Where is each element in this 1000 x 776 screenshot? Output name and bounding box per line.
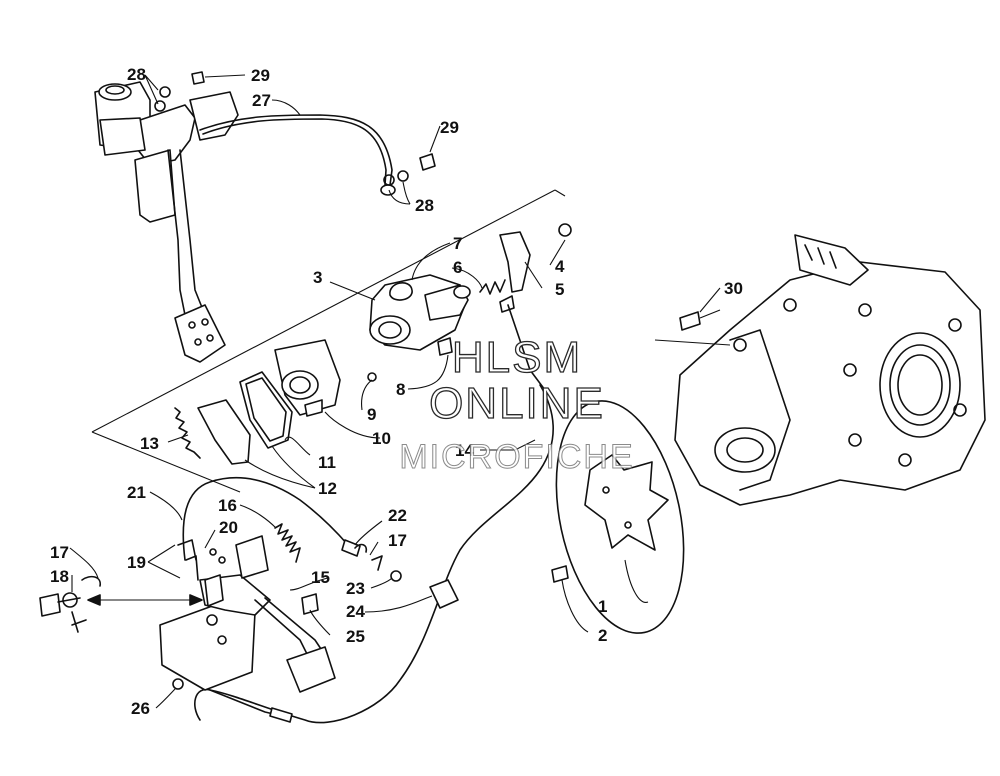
- callout-7: 7: [453, 234, 462, 253]
- o-ring: [367, 372, 377, 382]
- callout-11: 11: [318, 453, 336, 472]
- master-cylinder-pedal-assembly: [94, 81, 239, 363]
- nut: [558, 223, 572, 237]
- callout-9: 9: [367, 405, 376, 424]
- watermark-line-3: MICROFICHE: [399, 438, 634, 476]
- brake-disc: [555, 400, 685, 634]
- callout-27: 27: [252, 91, 271, 110]
- callout-1: 1: [598, 597, 607, 616]
- callout-8: 8: [396, 380, 405, 399]
- disc-bolt: [551, 565, 569, 583]
- callout-21: 21: [127, 483, 146, 502]
- callout-5: 5: [555, 280, 564, 299]
- callout-30: 30: [724, 279, 743, 298]
- callout-26: 26: [131, 699, 150, 718]
- brake-pad-outer: [197, 399, 251, 465]
- callout-28-top: 28: [127, 65, 146, 84]
- bolt: [191, 71, 205, 85]
- callout-6: 6: [453, 258, 462, 277]
- callout-19: 19: [127, 553, 146, 572]
- watermark: HLSM ONLINE MICROFICHE: [399, 332, 634, 476]
- gear-case: [674, 234, 986, 506]
- brake-caliper: [369, 274, 471, 351]
- callout-14: 14: [455, 441, 474, 460]
- pin: [499, 295, 515, 313]
- callout-29-right: 29: [440, 118, 459, 137]
- lever-arm: [499, 231, 531, 293]
- leader-lines: [69, 74, 721, 709]
- brake-cable: [194, 384, 554, 724]
- parking-brake-pedal: [159, 535, 336, 693]
- nut: [172, 678, 184, 690]
- brake-line: [199, 114, 393, 186]
- bolt: [301, 593, 319, 615]
- callout-13: 13: [140, 434, 159, 453]
- pivot-bolt: [39, 593, 61, 617]
- callout-labels: 1 2 3 4 5 6 7 8 9 10 11 12 13 14 15 16 1…: [50, 65, 743, 718]
- callout-2: 2: [598, 626, 607, 645]
- brake-pad-inner: [239, 371, 293, 449]
- cable-clevis: [429, 579, 459, 609]
- callout-4: 4: [555, 257, 565, 276]
- banjo-fitting: [380, 184, 396, 196]
- parking-cable: [182, 476, 349, 561]
- watermark-line-1: HLSM: [452, 333, 582, 382]
- case-bolt: [679, 311, 701, 331]
- callout-10: 10: [372, 429, 391, 448]
- callout-23: 23: [346, 579, 365, 598]
- callout-20: 20: [219, 518, 238, 537]
- assembly-bracket: [91, 189, 556, 433]
- pedal-spring: [274, 523, 301, 563]
- callout-18: 18: [50, 567, 69, 586]
- callout-22: 22: [388, 506, 407, 525]
- callout-28-bottom: 28: [415, 196, 434, 215]
- washer: [390, 570, 402, 582]
- watermark-line-2: ONLINE: [429, 379, 605, 428]
- washer: [159, 86, 171, 98]
- callout-24: 24: [346, 602, 365, 621]
- pad-spring: [174, 407, 201, 459]
- return-spring: [479, 279, 506, 295]
- callout-12: 12: [318, 479, 337, 498]
- callout-29-top: 29: [251, 66, 270, 85]
- callout-17-left: 17: [50, 543, 69, 562]
- caliper-bracket: [274, 339, 341, 417]
- callout-25: 25: [346, 627, 365, 646]
- callout-3: 3: [313, 268, 322, 287]
- callout-15: 15: [311, 568, 330, 587]
- callout-16: 16: [218, 496, 237, 515]
- callout-17-right: 17: [388, 531, 407, 550]
